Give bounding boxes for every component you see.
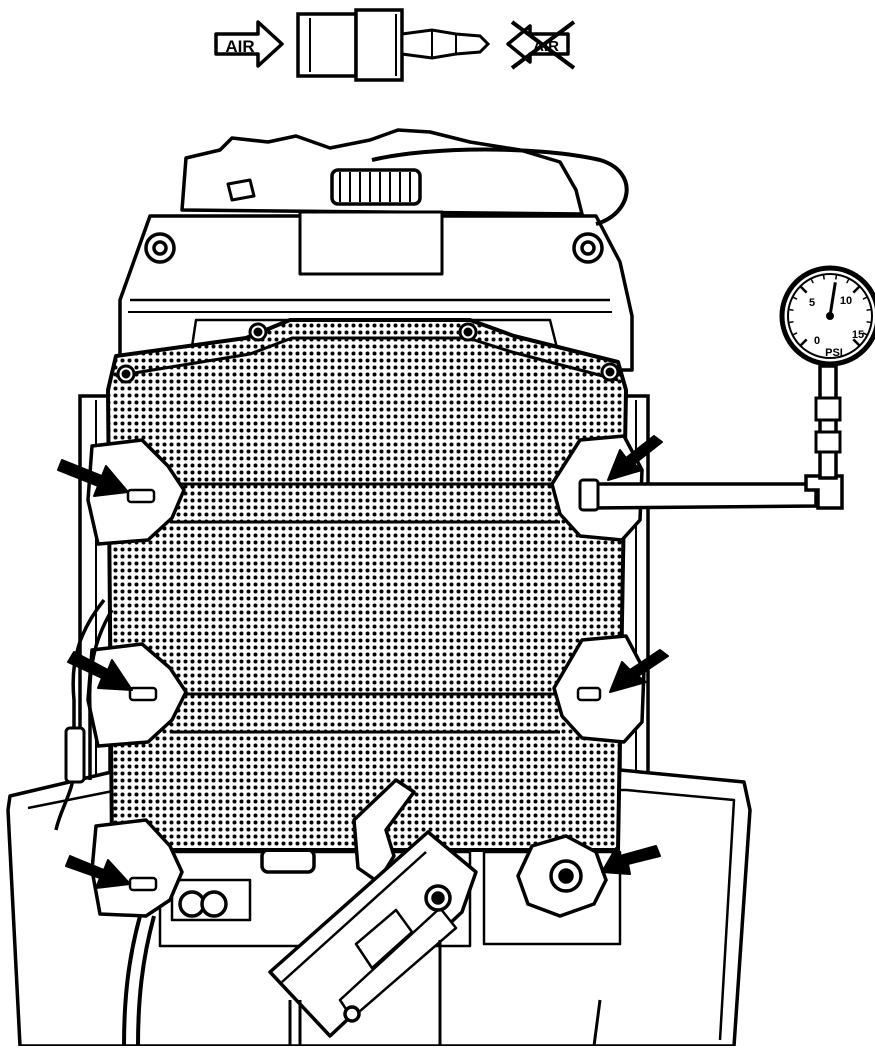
gauge-tick <box>835 274 838 280</box>
wiring-harness <box>54 598 156 1047</box>
gauge-label-5: 5 <box>809 297 815 309</box>
cover-plate <box>106 318 628 852</box>
cover-band-1 <box>170 482 560 524</box>
oil-fill-cap <box>330 168 422 206</box>
pointer-arrow-icon <box>609 649 669 693</box>
gauge-tick <box>799 338 808 347</box>
pressure-gauge-icon: 0 5 10 15 PSI <box>779 265 875 367</box>
gauge-ticks <box>788 274 872 347</box>
pointer-arrow-icon <box>607 435 663 481</box>
gauge-needle <box>828 282 837 317</box>
pointer-arrow-icon <box>67 651 133 691</box>
gauge-tick <box>852 285 861 294</box>
plug-clamp-left-bottom <box>90 818 184 918</box>
pointer-arrow-icon <box>57 459 129 497</box>
gauge-label-15: 15 <box>852 329 864 341</box>
gauge-tick <box>862 332 868 336</box>
gauge-tick <box>866 321 872 324</box>
cover-band-2 <box>170 692 560 734</box>
pointer-arrow-icon <box>65 855 131 889</box>
gauge-tick <box>866 308 872 311</box>
x-cross-icon <box>510 20 576 70</box>
check-valve-legend: AIR AIR <box>214 8 576 82</box>
gauge-tick <box>810 278 814 284</box>
gauge-tick <box>799 285 808 294</box>
gauge-tick <box>822 274 825 280</box>
gauge-scale-labels: 0 5 10 15 <box>809 295 864 347</box>
gauge-label-10: 10 <box>840 295 852 307</box>
gauge-tick <box>852 338 861 347</box>
air-in-arrow-icon: AIR <box>214 20 284 68</box>
check-valve-icon <box>296 8 491 82</box>
gauge-label-0: 0 <box>814 335 820 347</box>
pointer-arrows <box>57 435 669 889</box>
drain-plug-right-bottom <box>516 834 608 918</box>
pointer-arrow-icon <box>601 845 661 875</box>
air-blocked-arrow-icon: AIR <box>506 20 576 70</box>
gauge-tick <box>792 332 798 336</box>
head-bolt-right <box>572 232 604 264</box>
gauge-tick <box>792 296 798 300</box>
shift-handle-assembly <box>268 778 478 1046</box>
gauge-tick <box>862 296 868 300</box>
test-hose <box>588 482 818 510</box>
gauge-tick <box>788 321 794 324</box>
cover-bolts <box>116 322 620 384</box>
plug-clamp-left-top <box>86 438 186 546</box>
pressure-tester: 0 5 10 15 PSI <box>578 265 875 512</box>
hose-loop <box>371 147 629 226</box>
gauge-unit-label: PSI <box>825 347 843 359</box>
head-bolt-left <box>144 232 176 264</box>
gauge-tick <box>788 308 794 311</box>
label-plate <box>298 210 444 276</box>
air-in-label: AIR <box>225 37 254 56</box>
gauge-tick <box>846 278 850 284</box>
